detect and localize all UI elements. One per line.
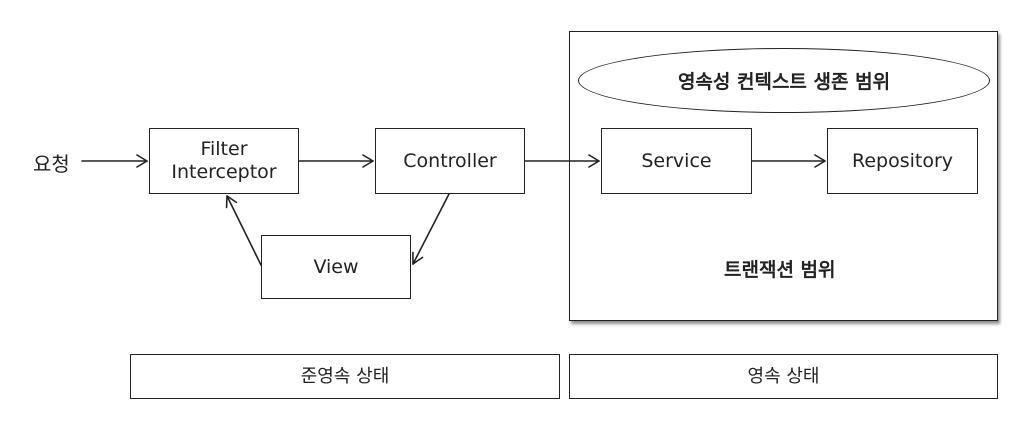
service-box: Service (601, 128, 752, 194)
arrow-request-to-filter (81, 154, 148, 168)
controller-box: Controller (375, 128, 525, 194)
filter-interceptor-box: Filter Interceptor (149, 128, 299, 194)
arrow-filter-to-controller (298, 154, 374, 168)
arrow-controller-to-view (412, 193, 450, 265)
view-box: View (261, 235, 411, 299)
arrow-view-to-filter (225, 195, 262, 266)
persistence-context-scope: 영속성 컨텍스트 생존 범위 (578, 48, 990, 113)
transaction-scope-label: 트랜잭션 범위 (724, 259, 836, 281)
request-label: 요청 (33, 152, 70, 176)
semi-persistent-state-label: 준영속 상태 (300, 366, 390, 387)
persistent-state-box: 영속 상태 (569, 354, 998, 399)
service-label: Service (641, 149, 712, 172)
repository-box: Repository (827, 128, 978, 194)
controller-label: Controller (403, 149, 497, 172)
persistence-context-label: 영속성 컨텍스트 생존 범위 (677, 71, 891, 93)
filter-label: Filter (200, 138, 248, 160)
persistent-state-label: 영속 상태 (747, 366, 820, 387)
repository-label: Repository (851, 149, 954, 172)
semi-persistent-state-box: 준영속 상태 (130, 354, 560, 399)
view-label: View (313, 255, 359, 278)
interceptor-label: Interceptor (171, 161, 277, 183)
